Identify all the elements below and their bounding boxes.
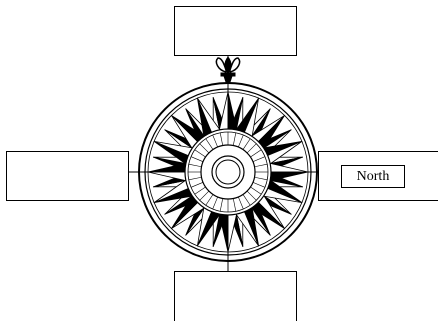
compass-point-half	[148, 172, 188, 181]
compass-point-half	[228, 212, 237, 252]
direction-box-left[interactable]	[6, 151, 129, 201]
direction-box-top[interactable]	[174, 6, 297, 56]
compass-point-half	[219, 92, 228, 132]
compass-point-half	[219, 212, 228, 252]
answer-label-north: North	[341, 165, 405, 188]
compass-inner-rings	[185, 129, 271, 215]
compass-point-half	[228, 92, 237, 132]
compass-point-half	[268, 172, 308, 181]
compass-point-half	[268, 163, 308, 172]
fleur-de-lis-icon	[216, 57, 239, 82]
direction-box-bottom[interactable]	[174, 271, 297, 321]
compass-point-half	[148, 163, 188, 172]
